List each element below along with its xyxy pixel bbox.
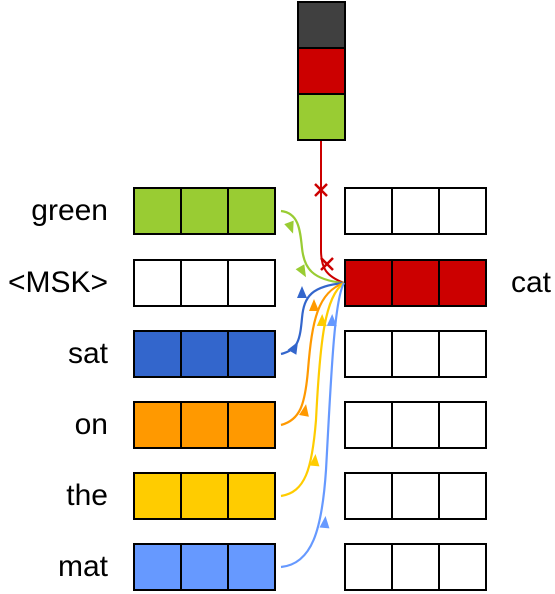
output-vector-cell (438, 401, 487, 449)
input-vector-cell (227, 401, 276, 449)
query-stack-cell (297, 93, 346, 141)
output-vector-cell (391, 259, 440, 307)
output-vector-cell (344, 543, 393, 591)
output-vector-cell (391, 401, 440, 449)
attention-connection (280, 281, 345, 427)
output-vector-cell (438, 472, 487, 520)
token-label: on (74, 408, 108, 441)
output-label: cat (511, 266, 552, 299)
query-stack-cell (297, 1, 346, 49)
output-vector-cell (438, 330, 487, 378)
output-vector-cell (344, 187, 393, 235)
query-stack-cell (297, 47, 346, 95)
input-vector-cell (227, 259, 276, 307)
token-label: green (31, 194, 108, 227)
arrowhead (309, 299, 319, 311)
input-vector-cell (180, 543, 229, 591)
output-vector-cell (344, 330, 393, 378)
output-vector-cell (344, 259, 393, 307)
input-vector-cell (133, 330, 182, 378)
blocked-connection (320, 141, 345, 284)
output-vector-cell (438, 543, 487, 591)
attention-connection (280, 282, 345, 569)
token-label: the (66, 479, 108, 512)
input-vector-cell (227, 543, 276, 591)
arrowhead (316, 314, 327, 327)
input-vector-cell (180, 187, 229, 235)
blocked-cross-mark (314, 183, 328, 197)
arrowhead (287, 341, 298, 355)
input-vector-cell (133, 472, 182, 520)
arrowhead (297, 286, 307, 298)
arrowhead (309, 454, 320, 467)
input-vector-cell (227, 472, 276, 520)
attention-connection (280, 282, 345, 498)
output-vector-cell (438, 259, 487, 307)
output-vector-cell (391, 543, 440, 591)
output-vector-cell (344, 472, 393, 520)
input-vector-cell (180, 259, 229, 307)
arrowhead (295, 264, 306, 278)
input-vector-cell (180, 472, 229, 520)
input-vector-cell (180, 330, 229, 378)
input-vector-cell (227, 330, 276, 378)
input-vector-cell (227, 187, 276, 235)
input-vector-cell (133, 543, 182, 591)
arrowhead (326, 314, 337, 327)
output-vector-cell (391, 330, 440, 378)
token-label: sat (67, 337, 108, 370)
input-vector-cell (133, 259, 182, 307)
arrowhead (299, 404, 309, 417)
attention-connection (280, 209, 345, 285)
arrowhead (284, 220, 294, 234)
blocked-cross-mark (320, 257, 334, 271)
input-vector-cell (133, 401, 182, 449)
input-vector-cell (180, 401, 229, 449)
token-label: <MSK> (7, 266, 108, 299)
output-vector-cell (391, 472, 440, 520)
output-vector-cell (344, 401, 393, 449)
token-label: mat (57, 550, 108, 583)
output-vector-cell (391, 187, 440, 235)
output-vector-cell (438, 187, 487, 235)
input-vector-cell (133, 187, 182, 235)
arrowhead (319, 516, 330, 529)
